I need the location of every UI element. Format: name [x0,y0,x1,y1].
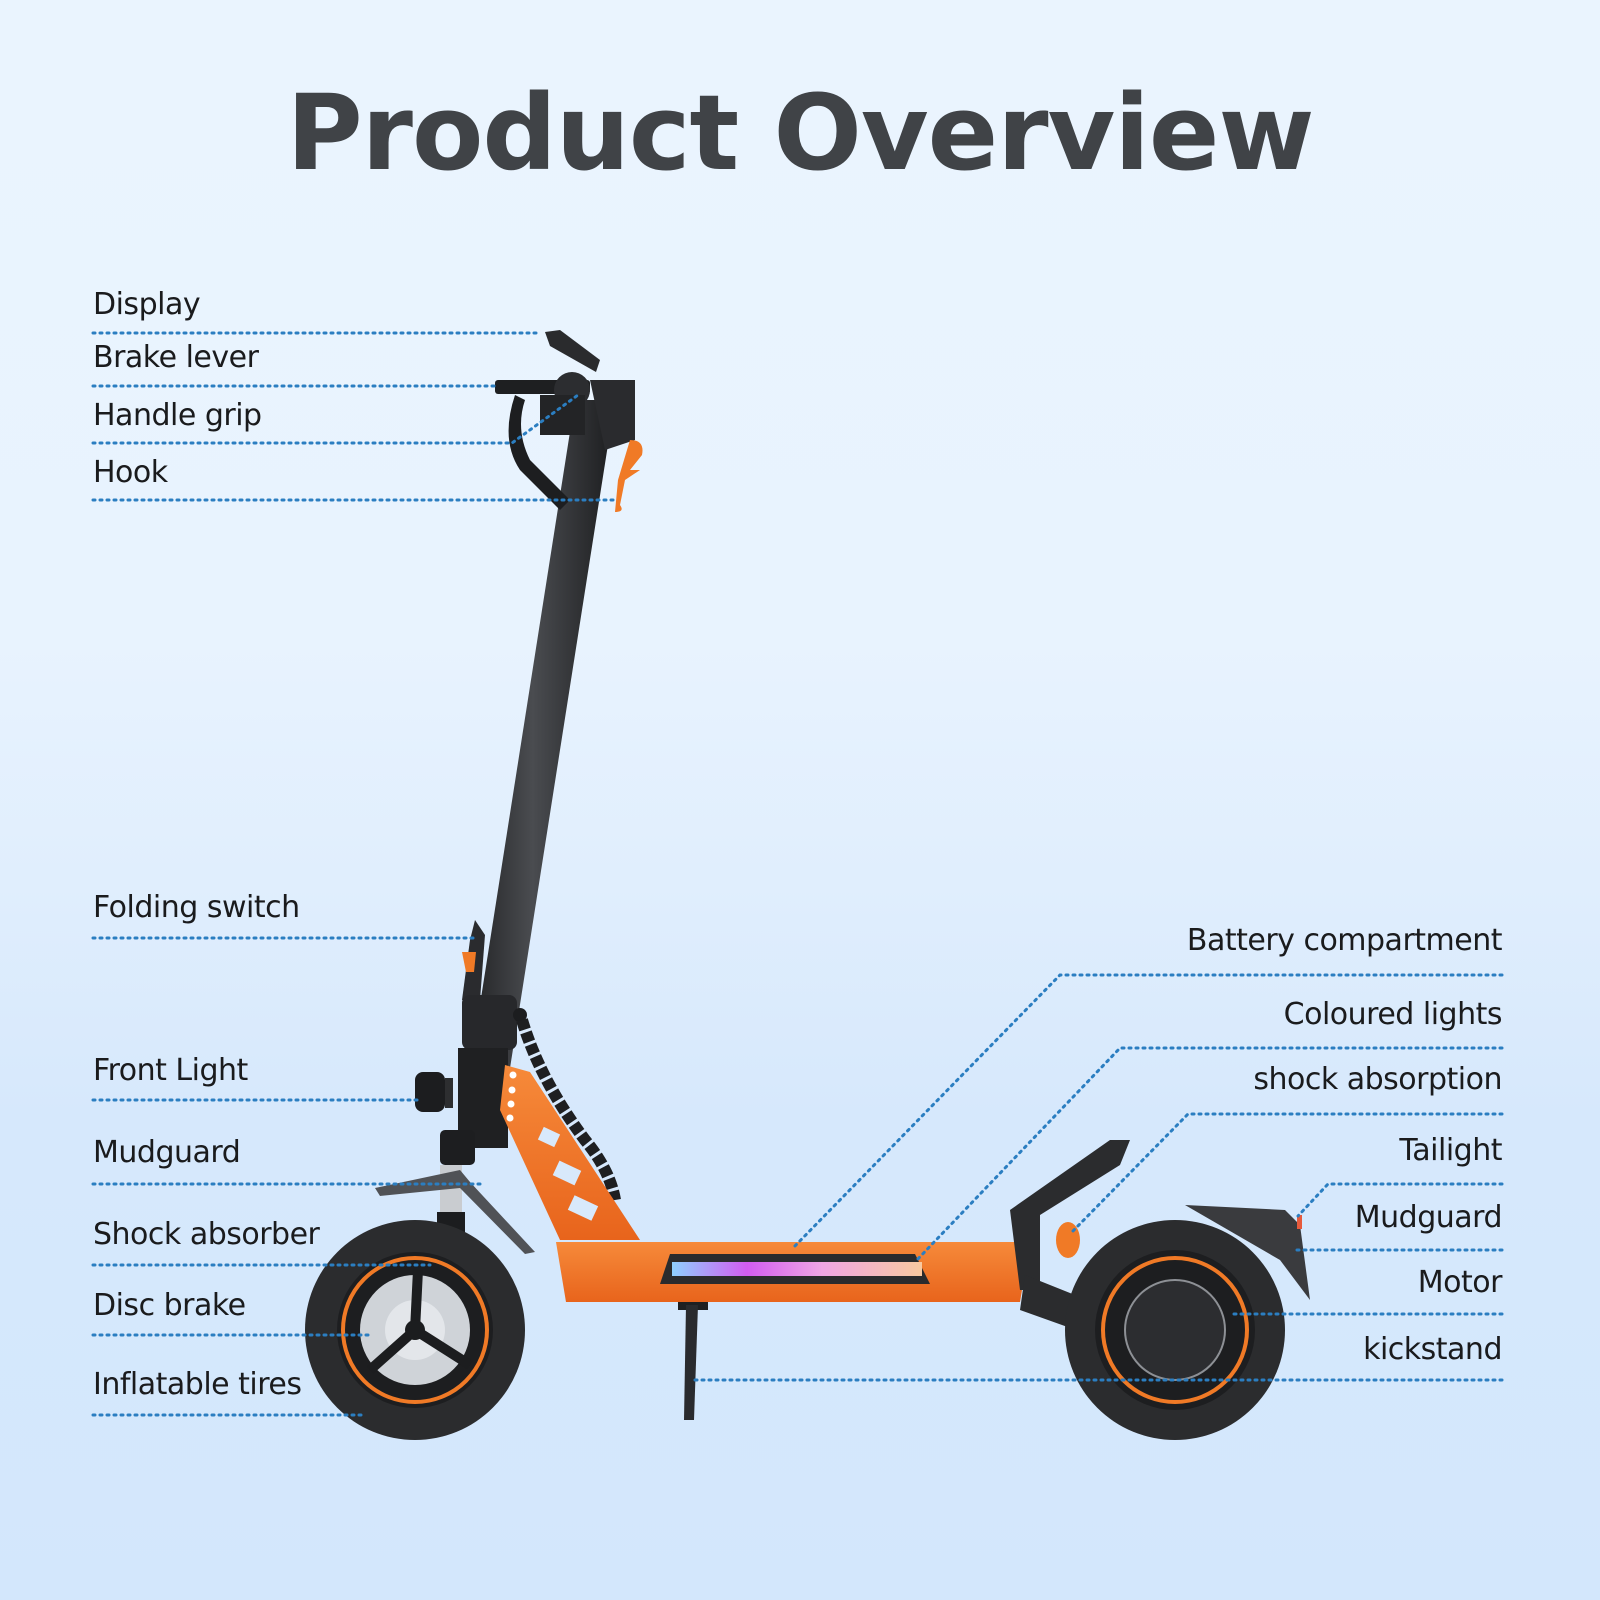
tail-light [1297,1215,1302,1229]
label-coloured-lights: Coloured lights [1283,997,1503,1032]
label-kickstand: kickstand [1363,1332,1502,1367]
rear-wheel [1065,1220,1285,1440]
deck [556,1242,1030,1310]
label-mudguard-rear: Mudguard [1354,1200,1503,1235]
label-front-light: Front Light [93,1053,248,1088]
label-tailight: Tailight [1399,1133,1502,1168]
label-folding-switch: Folding switch [93,890,300,925]
label-handle-grip: Handle grip [93,398,262,433]
kickstand [684,1305,698,1420]
rear-mudguard [1185,1205,1310,1300]
label-display: Display [93,287,201,322]
label-battery-compartment: Battery compartment [1186,923,1503,958]
front-wheel [305,1220,525,1440]
coloured-lights-strip [672,1262,922,1276]
label-inflatable-tires: Inflatable tires [93,1367,302,1402]
label-disc-brake: Disc brake [93,1288,246,1323]
label-brake-lever: Brake lever [93,340,259,375]
neck-bracket [500,1065,640,1240]
label-shock-absorber: Shock absorber [93,1217,320,1252]
label-shock-absorption: shock absorption [1253,1062,1502,1097]
front-light [415,1072,453,1112]
leader-lines [91,331,1504,1417]
label-hook: Hook [93,455,168,490]
folding-mechanism [458,920,527,1148]
label-motor: Motor [1417,1265,1503,1300]
stem [465,400,615,1100]
label-mudguard-front: Mudguard [93,1135,241,1170]
brake-cable [516,1018,621,1202]
page-title: Product Overview [286,72,1314,194]
handlebar-assembly [495,330,643,512]
front-mudguard [375,1170,535,1254]
